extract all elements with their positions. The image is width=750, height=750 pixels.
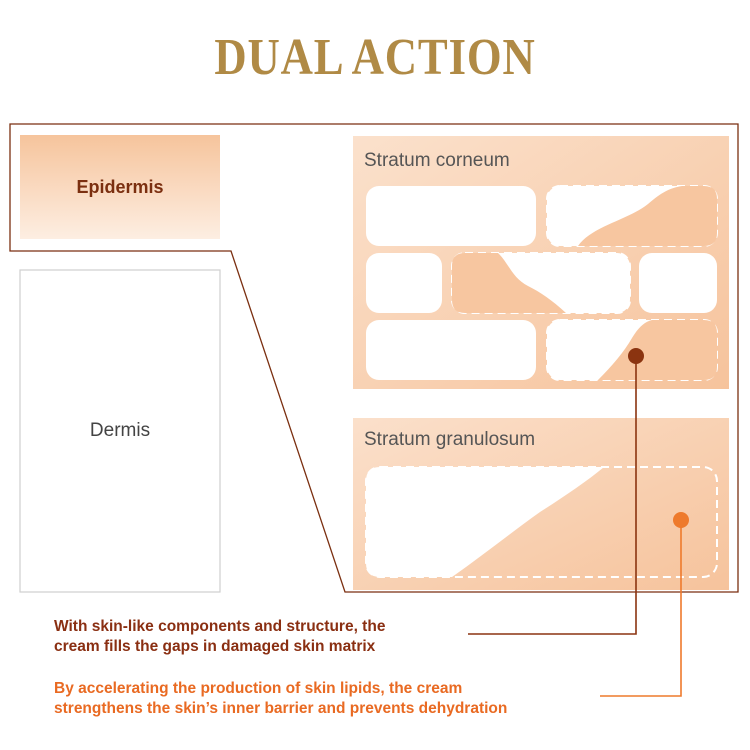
marker-lipids-dot [673,512,689,528]
page-title: DUAL ACTION [214,29,536,86]
granulosum-cell [366,467,604,577]
caption-skin-lipids: By accelerating the production of skin l… [54,679,614,719]
callout-line-matrix [468,356,637,635]
epidermis-box [20,135,220,239]
skin-cell [366,253,442,313]
epidermis-label: Epidermis [76,176,164,197]
caption-skin-matrix: With skin-like components and structure,… [54,617,484,657]
dermis-label: Dermis [89,420,151,441]
callout-line-lipids [600,520,682,697]
caption-line: With skin-like components and structure,… [54,618,386,635]
caption-line: strengthens the skin’s inner barrier and… [54,700,508,717]
cream-fill [578,186,717,246]
cream-fill [598,320,717,380]
caption-line: By accelerating the production of skin l… [54,680,463,697]
zoom-frame [9,123,739,593]
stratum-granulosum-label: Stratum granulosum [364,429,536,450]
marker-matrix-dot [628,348,644,364]
skin-cell [366,186,536,246]
dermis-box [19,269,221,593]
cream-fill [452,253,566,313]
stratum-corneum-label: Stratum corneum [364,150,510,171]
skin-cell [366,320,536,380]
caption-line: cream fills the gaps in damaged skin mat… [54,638,376,655]
skin-cell [639,253,717,313]
